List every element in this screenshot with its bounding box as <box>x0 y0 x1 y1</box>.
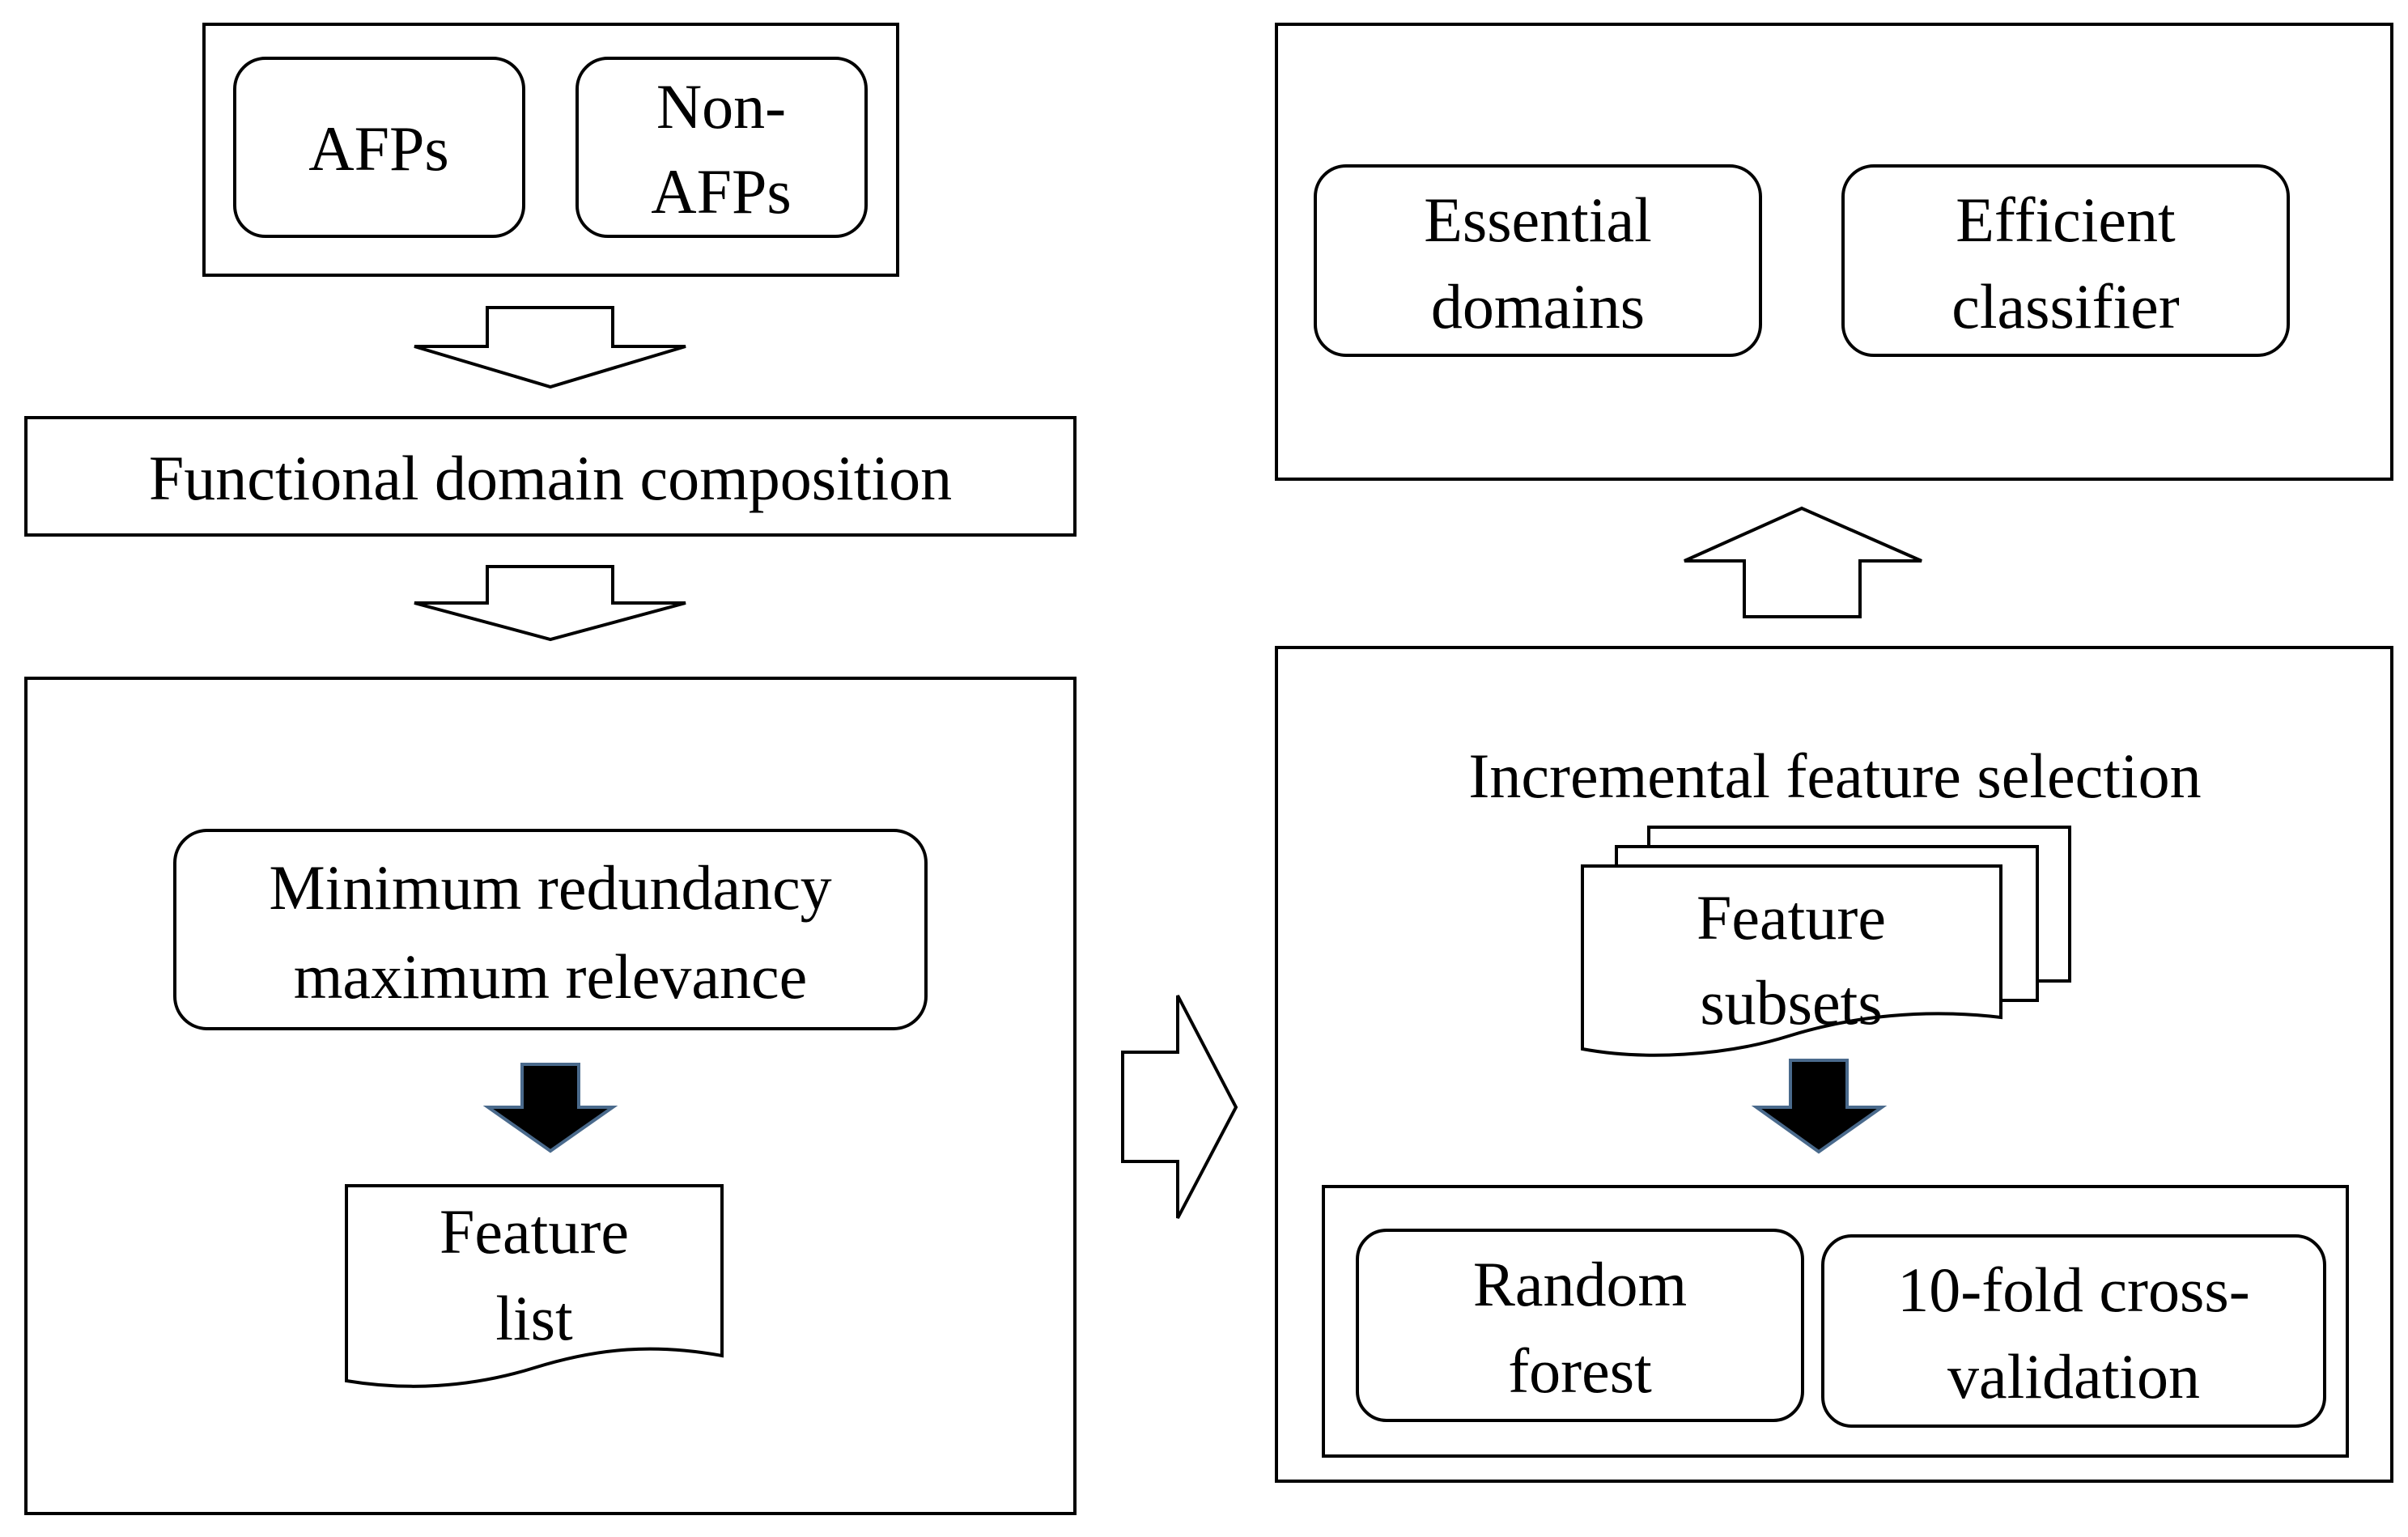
feature-list-line2: list <box>495 1283 573 1353</box>
mrmr-method-line2: maximum relevance <box>294 941 808 1012</box>
feature-list-line1: Feature <box>440 1196 629 1267</box>
right-arrow <box>1121 995 1238 1219</box>
mrmr-method-box <box>173 829 928 1030</box>
essential-domains-line1: Essential <box>1424 185 1652 255</box>
non-afps-label-line2: AFPs <box>651 156 791 227</box>
solid-arrow-right <box>1751 1059 1888 1154</box>
efficient-classifier-line1: Efficient <box>1956 185 2176 255</box>
essential-domains-line2: domains <box>1431 271 1645 342</box>
down-arrow-2 <box>414 565 686 642</box>
feature-subsets-line2: subsets <box>1700 967 1882 1038</box>
mrmr-method-line1: Minimum redundancy <box>269 852 831 923</box>
feature-list-doc <box>345 1184 724 1388</box>
feature-subset-front <box>1581 864 2002 1057</box>
cross-validation-line1: 10-fold cross- <box>1897 1255 2249 1325</box>
cross-validation-line2: validation <box>1947 1341 2200 1412</box>
non-afps-label-line1: Non- <box>656 71 786 142</box>
random-forest-line1: Random <box>1473 1249 1687 1319</box>
efficient-classifier-line2: classifier <box>1951 271 2180 342</box>
ifs-title: Incremental feature selection <box>1468 741 2201 811</box>
afps-label: AFPs <box>308 113 448 184</box>
random-forest-box <box>1356 1229 1804 1422</box>
feature-subsets-line1: Feature <box>1697 882 1886 953</box>
non-afps-box <box>575 57 868 238</box>
composition-label: Functional domain composition <box>149 443 952 513</box>
cross-validation-box <box>1821 1234 2326 1428</box>
solid-arrow-left <box>482 1063 618 1153</box>
composition-box <box>24 416 1077 537</box>
efficient-classifier-box <box>1841 164 2290 357</box>
up-arrow <box>1684 506 1922 618</box>
down-arrow-1 <box>414 306 686 389</box>
essential-domains-box <box>1314 164 1762 357</box>
random-forest-line2: forest <box>1508 1335 1652 1406</box>
afps-box <box>233 57 525 238</box>
